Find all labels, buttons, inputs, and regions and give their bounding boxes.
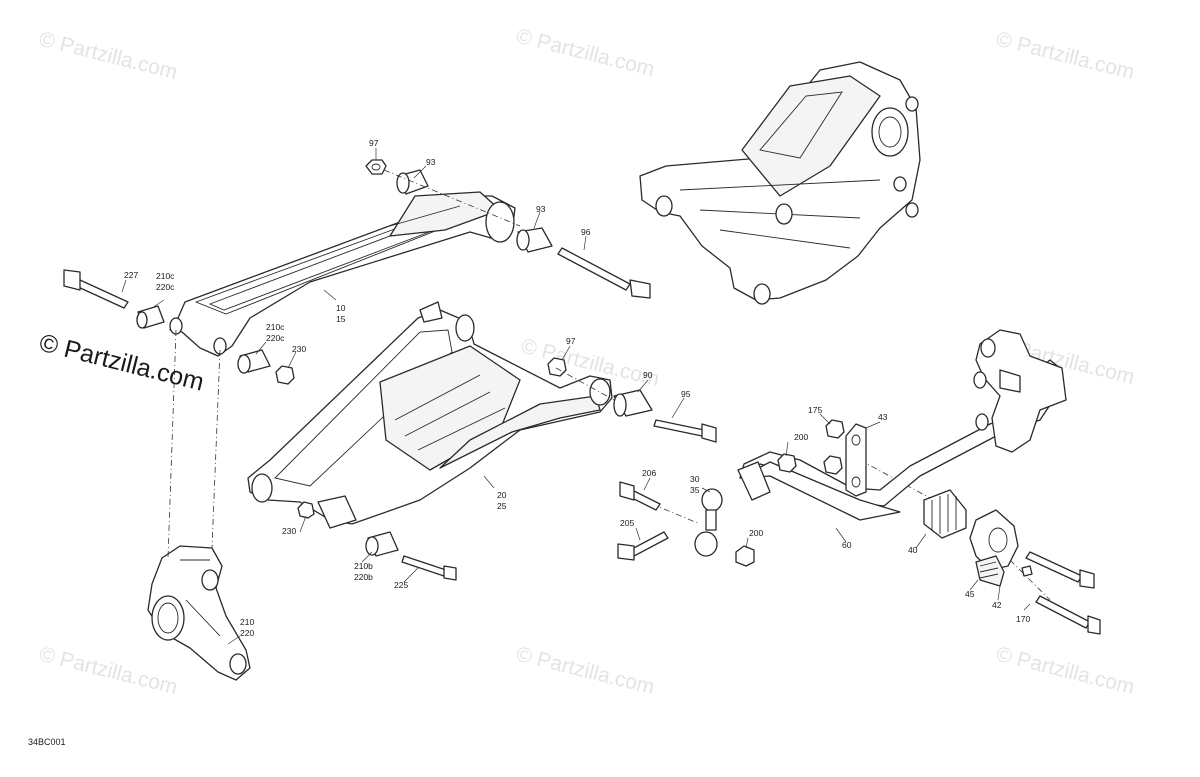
- callout-175: 175: [808, 405, 822, 415]
- callout-93-upper: 93: [426, 157, 436, 167]
- watermark-top-center: © Partzilla.com: [514, 25, 657, 82]
- sway-bar-assembly: [617, 329, 1101, 635]
- watermark-top-right: © Partzilla.com: [994, 28, 1137, 85]
- callout-90: 90: [643, 370, 653, 380]
- callout-210: 210: [240, 617, 254, 627]
- callout-225: 225: [394, 580, 408, 590]
- callout-200-lower: 200: [749, 528, 763, 538]
- watermark-bottom-center: © Partzilla.com: [514, 643, 657, 700]
- callout-200-upper: 200: [794, 432, 808, 442]
- watermark-prominent: © Partzilla.com: [37, 329, 207, 397]
- callout-97-lower: 97: [566, 336, 576, 346]
- callout-170: 170: [1016, 614, 1030, 624]
- callout-15: 15: [336, 314, 346, 324]
- callout-210c-b: 210c: [266, 322, 285, 332]
- callout-60: 60: [842, 540, 852, 550]
- callout-40: 40: [908, 545, 918, 555]
- callout-210c-a: 210c: [156, 271, 175, 281]
- callout-230-upper: 230: [292, 344, 306, 354]
- callout-220c-b: 220c: [266, 333, 285, 343]
- callout-25: 25: [497, 501, 507, 511]
- watermark-bottom-left: © Partzilla.com: [37, 643, 180, 700]
- callout-42: 42: [992, 600, 1002, 610]
- knuckle: [147, 545, 251, 681]
- diagram-code: 34BC001: [28, 737, 66, 747]
- lower-a-arm: [247, 301, 613, 529]
- watermark-top-left: © Partzilla.com: [37, 28, 180, 85]
- leader-lines: [121, 148, 1031, 645]
- callout-93-right: 93: [536, 204, 546, 214]
- callout-20: 20: [497, 490, 507, 500]
- callout-95: 95: [681, 389, 691, 399]
- callout-96: 96: [581, 227, 591, 237]
- assembled-suspension: [639, 61, 921, 305]
- callout-10: 10: [336, 303, 346, 313]
- callout-206: 206: [642, 468, 656, 478]
- callout-230-lower: 230: [282, 526, 296, 536]
- callout-205: 205: [620, 518, 634, 528]
- upper-arm-hardware: [63, 159, 651, 385]
- callout-45: 45: [965, 589, 975, 599]
- callout-227: 227: [124, 270, 138, 280]
- callout-210b: 210b: [354, 561, 373, 571]
- callout-labels: 97 93 93 96 227 210c 220c 10 15 210c 220…: [124, 138, 1030, 638]
- callout-97-upper: 97: [369, 138, 379, 148]
- callout-30: 30: [690, 474, 700, 484]
- callout-220b: 220b: [354, 572, 373, 582]
- watermark-bottom-right: © Partzilla.com: [994, 643, 1137, 700]
- lower-arm-hardware: [297, 357, 717, 581]
- callout-220c-a: 220c: [156, 282, 175, 292]
- upper-a-arm: [169, 191, 516, 357]
- callout-35: 35: [690, 485, 700, 495]
- callout-220: 220: [240, 628, 254, 638]
- callout-43: 43: [878, 412, 888, 422]
